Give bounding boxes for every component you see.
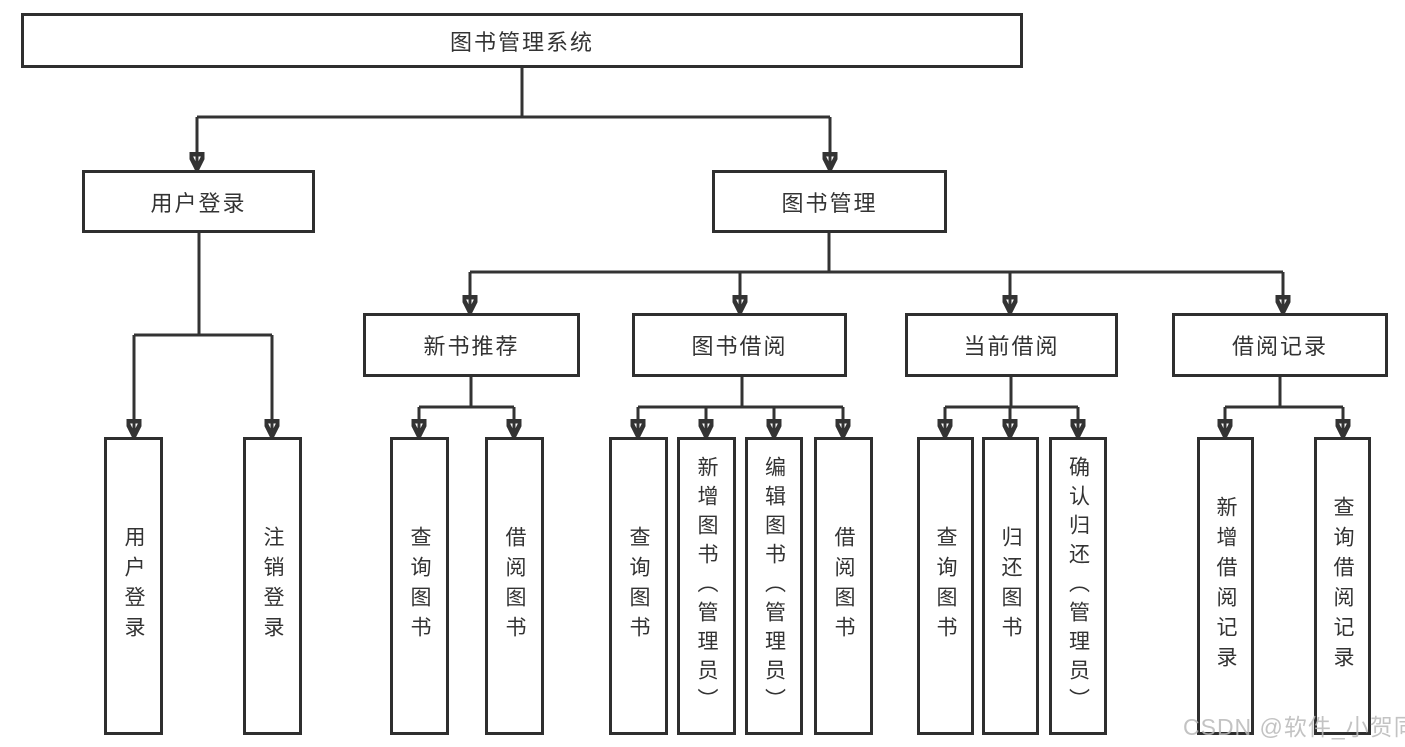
csdn-watermark: CSDN @软件_小贺同学 — [1183, 714, 1405, 740]
connector-book-borrow-children — [638, 377, 843, 434]
leaf-bb-borrow-books: 借阅图书 — [814, 437, 873, 735]
connector-new-books-children — [419, 377, 514, 434]
leaf-nb-borrow-books-label: 借阅图书 — [503, 526, 526, 646]
leaf-br-add-record: 新增借阅记录 — [1197, 437, 1254, 735]
leaf-br-query-record-label: 查询借阅记录 — [1331, 496, 1354, 676]
node-user-login: 用户登录 — [82, 170, 315, 233]
node-borrowing-records: 借阅记录 — [1172, 313, 1388, 377]
node-book-management-label: 图书管理 — [781, 190, 878, 216]
leaf-logout: 注销登录 — [243, 437, 302, 735]
node-current-borrowing-label: 当前借阅 — [963, 334, 1060, 359]
leaf-br-add-record-label: 新增借阅记录 — [1214, 496, 1237, 676]
node-borrowing-records-label: 借阅记录 — [1231, 334, 1328, 359]
node-user-login-label: 用户登录 — [150, 190, 247, 216]
leaf-cb-query-books: 查询图书 — [917, 437, 974, 735]
leaf-bb-edit-books-admin: 编辑图书（管理员） — [745, 437, 803, 735]
leaf-bb-add-books-admin-label: 新增图书（管理员） — [695, 455, 718, 717]
leaf-bb-add-books-admin: 新增图书（管理员） — [677, 437, 736, 735]
node-root-system: 图书管理系统 — [21, 13, 1023, 68]
leaf-cb-return-books: 归还图书 — [982, 437, 1039, 735]
leaf-bb-query-books-label: 查询图书 — [627, 526, 650, 646]
leaf-bb-query-books: 查询图书 — [609, 437, 668, 735]
leaf-user-login: 用户登录 — [104, 437, 163, 735]
leaf-bb-borrow-books-label: 借阅图书 — [832, 526, 855, 646]
leaf-cb-return-books-label: 归还图书 — [999, 526, 1022, 646]
connector-user-login-children — [134, 233, 272, 434]
node-book-borrowing-label: 图书借阅 — [691, 334, 788, 359]
leaf-nb-borrow-books: 借阅图书 — [485, 437, 544, 735]
leaf-bb-edit-books-admin-label: 编辑图书（管理员） — [762, 455, 786, 717]
leaf-cb-confirm-return-admin: 确认归还（管理员） — [1049, 437, 1107, 735]
node-book-borrowing: 图书借阅 — [632, 313, 847, 377]
node-root-system-label: 图书管理系统 — [449, 29, 594, 55]
connector-book-mgmt-to-level3 — [470, 233, 1283, 310]
leaf-cb-confirm-return-admin-label: 确认归还（管理员） — [1066, 455, 1090, 717]
leaf-cb-query-books-label: 查询图书 — [934, 526, 957, 646]
leaf-br-query-record: 查询借阅记录 — [1314, 437, 1371, 735]
node-new-book-recommend-label: 新书推荐 — [423, 334, 520, 359]
leaf-nb-query-books-label: 查询图书 — [408, 526, 431, 646]
node-new-book-recommend: 新书推荐 — [363, 313, 580, 377]
connector-borrow-records-children — [1225, 377, 1343, 434]
leaf-user-login-label: 用户登录 — [122, 526, 145, 646]
connector-root-to-level2 — [197, 68, 830, 167]
connector-current-borrow-children — [945, 377, 1078, 434]
leaf-nb-query-books: 查询图书 — [390, 437, 449, 735]
node-current-borrowing: 当前借阅 — [905, 313, 1118, 377]
leaf-logout-label: 注销登录 — [261, 526, 284, 646]
node-book-management: 图书管理 — [712, 170, 947, 233]
